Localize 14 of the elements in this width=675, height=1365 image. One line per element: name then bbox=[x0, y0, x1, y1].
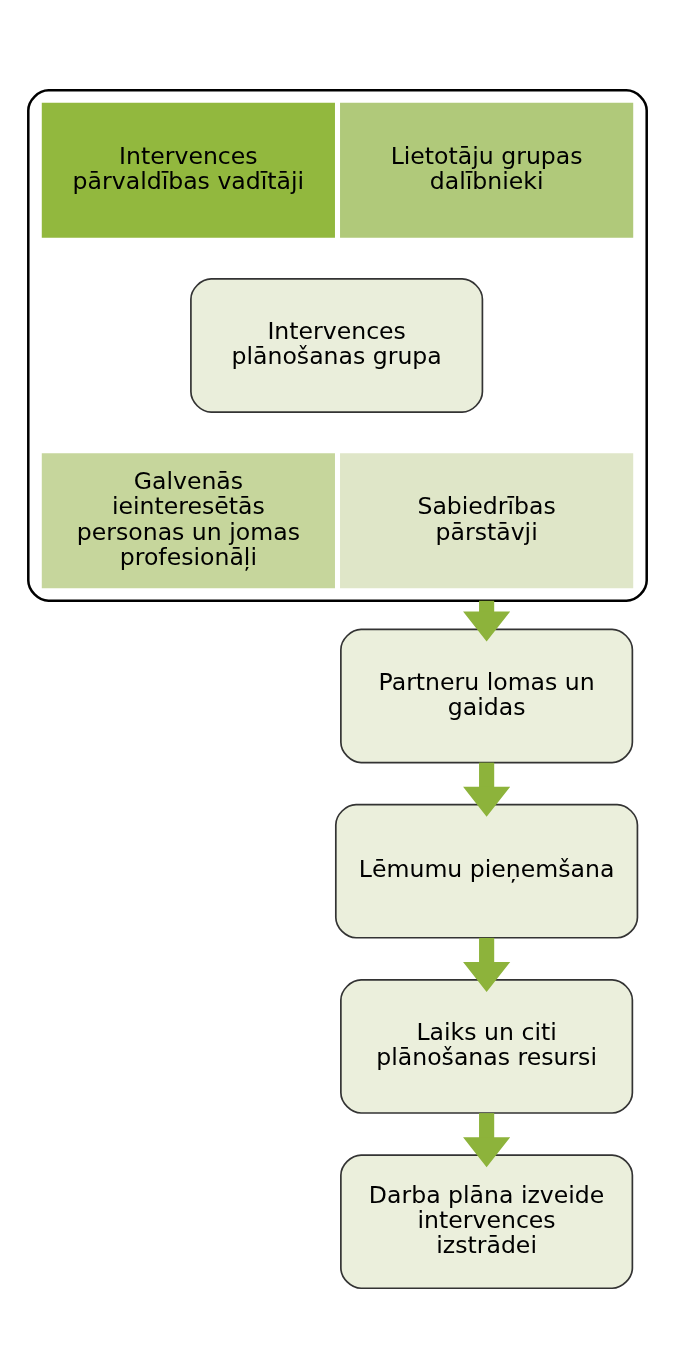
arrow bbox=[463, 762, 511, 817]
node-box: Lietotāju grupas dalībnieki bbox=[340, 102, 634, 238]
arrow bbox=[463, 600, 511, 642]
node-box: Darba plāna izveide intervences izstrādei bbox=[340, 1154, 634, 1290]
node-box: Laiks un citi plānošanas resursi bbox=[340, 979, 634, 1114]
node-box: Intervences pārvaldības vadītāji bbox=[41, 102, 335, 238]
node-box: Lēmumu pieņemšana bbox=[334, 803, 639, 939]
node-box: Galvenās ieinteresētās personas un jomas profesionāļi bbox=[41, 453, 335, 589]
node-box: Partneru lomas un gaidas bbox=[340, 628, 634, 764]
node-box: Intervences plānošanas grupa bbox=[190, 278, 484, 413]
cluster bbox=[27, 88, 648, 603]
node-box: Sabiedrības pārstāvji bbox=[340, 453, 634, 589]
arrow bbox=[463, 1113, 511, 1168]
arrow bbox=[463, 937, 511, 992]
